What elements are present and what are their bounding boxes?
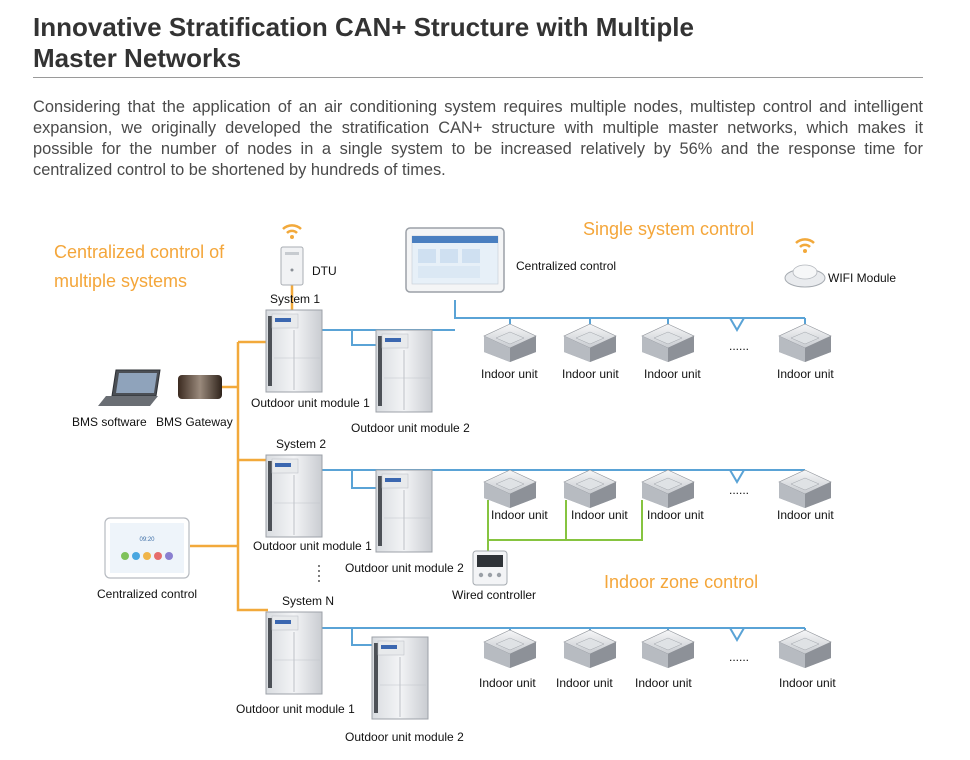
title-line-1: Innovative Stratification CAN+ Structure… — [33, 12, 694, 42]
dtu-wifi-icon — [281, 224, 303, 241]
system-1-outdoor-module-1 — [265, 309, 323, 393]
system-2-indoor-unit-3 — [641, 469, 695, 509]
centralized-control-tablet-left: 09:20 — [104, 517, 190, 579]
system-n-outdoor-module-1 — [265, 611, 323, 695]
system-1-indoor-label-3: Indoor unit — [644, 367, 701, 381]
system-n-indoor-unit-1 — [483, 629, 537, 669]
heading-centralized-control-line1: Centralized control of — [54, 242, 225, 262]
system-1-outdoor-module-2 — [375, 329, 433, 413]
dtu-label: DTU — [312, 264, 337, 278]
system-1-indoor-unit-4 — [778, 323, 832, 363]
heading-single-system-control: Single system control — [583, 219, 754, 239]
centralized-control-tablet-top — [405, 227, 505, 293]
system-2-indoor-unit-1 — [483, 469, 537, 509]
system-n-module-1-label: Outdoor unit module 1 — [236, 702, 355, 716]
page-title: Innovative Stratification CAN+ Structure… — [33, 12, 933, 74]
system-1-indoor-unit-3 — [641, 323, 695, 363]
wifi-module-label: WIFI Module — [828, 271, 896, 285]
zone-control-wiring — [487, 500, 643, 552]
bms-laptop — [98, 369, 161, 406]
system-n-indoor-unit-2 — [563, 629, 617, 669]
system-n-indoor-label-2: Indoor unit — [556, 676, 613, 690]
system-1-indoor-unit-2 — [563, 323, 617, 363]
system-n-outdoor-module-2 — [371, 636, 429, 720]
system-1-label: System 1 — [270, 292, 320, 306]
system-2-indoor-label-2: Indoor unit — [571, 508, 628, 522]
system-2-indoor-unit-4 — [778, 469, 832, 509]
wired-controller-label: Wired controller — [452, 588, 536, 602]
bms-gateway-label: BMS Gateway — [156, 415, 233, 429]
title-divider — [33, 77, 923, 78]
bms-software-label: BMS software — [72, 415, 147, 429]
system-1-indoor-label-2: Indoor unit — [562, 367, 619, 381]
more-systems-dots — [318, 565, 320, 582]
system-n-indoor-unit-4 — [778, 629, 832, 669]
system-2-module-2-label: Outdoor unit module 2 — [345, 561, 464, 575]
heading-indoor-zone-control: Indoor zone control — [604, 572, 758, 592]
system-1-indoor-label-4: Indoor unit — [777, 367, 834, 381]
system-n-indoor-label-3: Indoor unit — [635, 676, 692, 690]
wifi-module-wifi-icon — [794, 238, 816, 255]
system-n-module-2-label: Outdoor unit module 2 — [345, 730, 464, 744]
dtu-device — [280, 224, 304, 286]
intro-paragraph: Considering that the application of an a… — [33, 98, 923, 179]
system-2-indoor-label-1: Indoor unit — [491, 508, 548, 522]
system-1-indoor-unit-1 — [483, 323, 537, 363]
system-2-outdoor-module-2 — [375, 469, 433, 553]
system-2-module-1-label: Outdoor unit module 1 — [253, 539, 372, 553]
centralized-control-top-label: Centralized control — [516, 259, 616, 273]
system-2-indoor-label-3: Indoor unit — [647, 508, 704, 522]
wired-controller — [472, 550, 508, 586]
system-n-ellipsis: ...... — [729, 650, 749, 664]
system-2-indoor-unit-2 — [563, 469, 617, 509]
system-1-ellipsis: ...... — [729, 339, 749, 353]
system-1-module-1-label: Outdoor unit module 1 — [251, 396, 370, 410]
system-1-module-2-label: Outdoor unit module 2 — [351, 421, 470, 435]
wifi-module — [784, 238, 826, 288]
system-2-ellipsis: ...... — [729, 483, 749, 497]
centralized-control-left-label: Centralized control — [97, 587, 197, 601]
title-line-2: Master Networks — [33, 43, 242, 73]
bms-gateway — [178, 375, 222, 399]
system-n-indoor-label-1: Indoor unit — [479, 676, 536, 690]
system-2-label: System 2 — [276, 437, 326, 451]
system-n-indoor-unit-3 — [641, 629, 695, 669]
system-n-indoor-label-4: Indoor unit — [779, 676, 836, 690]
heading-centralized-control-line2: multiple systems — [54, 271, 187, 291]
system-2-indoor-label-4: Indoor unit — [777, 508, 834, 522]
tablet-time: 09:20 — [139, 537, 155, 543]
system-1-indoor-label-1: Indoor unit — [481, 367, 538, 381]
system-2-outdoor-module-1 — [265, 454, 323, 538]
system-n-label: System N — [282, 594, 334, 608]
